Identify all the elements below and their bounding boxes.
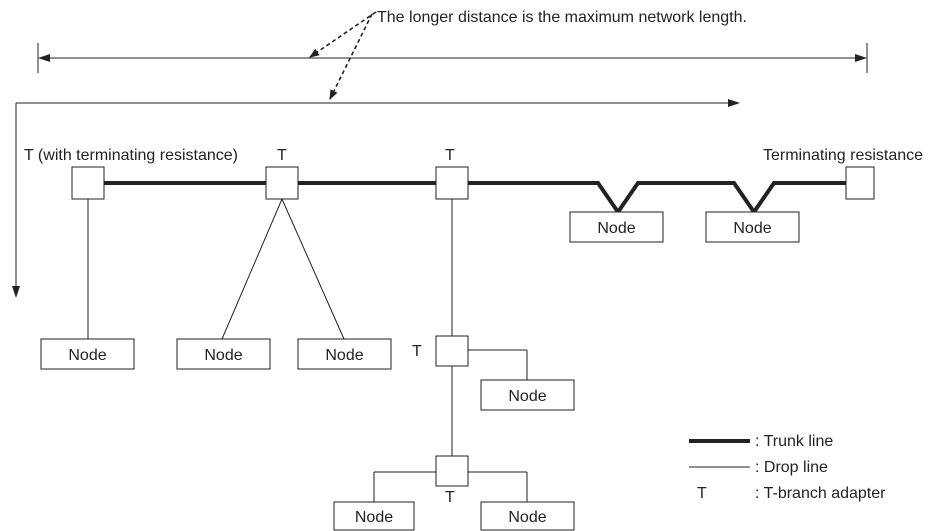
legend-tbranch-label: : T-branch adapter (755, 485, 886, 502)
node-label: Node (508, 509, 546, 526)
drop-lines (87, 198, 528, 502)
callout-text: The longer distance is the maximum netwo… (377, 9, 747, 26)
node-drop-2b: Node (297, 338, 392, 370)
terminating-resistance-box (845, 166, 875, 200)
legend-t-symbol: T (697, 485, 707, 502)
terminating-resistance-label: Terminating resistance (763, 147, 923, 164)
node-label: Node (204, 347, 242, 364)
legend: : Trunk line : Drop line T : T-branch ad… (689, 433, 886, 502)
node-drop-3c: Node (480, 501, 575, 531)
callout-pointer-lower (329, 13, 373, 100)
t-adapter-mid-label: T (412, 343, 422, 360)
legend-drop-label: : Drop line (755, 459, 828, 476)
node-drop-3a: Node (480, 379, 575, 411)
t-adapter-3 (435, 166, 469, 200)
t-adapter-2-label: T (277, 147, 287, 164)
t-adapter-mid (435, 335, 469, 367)
lower-distance-line (12, 99, 740, 298)
legend-trunk-label: : Trunk line (755, 433, 833, 450)
t-adapter-bottom-label: T (445, 489, 455, 506)
node-label: Node (355, 509, 393, 526)
t-adapter-3-label: T (445, 147, 455, 164)
node-label: Node (325, 347, 363, 364)
trunk-line (88, 181, 846, 216)
callout-pointer-upper (309, 11, 377, 58)
t-adapter-terminating (71, 166, 105, 200)
node-drop-2a: Node (176, 338, 271, 370)
t-adapter-2 (265, 166, 299, 200)
t-adapter-terminating-label: T (with terminating resistance) (24, 147, 238, 164)
t-adapter-bottom (435, 455, 469, 487)
node-label: Node (733, 220, 771, 237)
node-drop-3b: Node (333, 501, 415, 531)
node-label: Node (508, 388, 546, 405)
node-trunk-1: Node (569, 211, 664, 243)
node-label: Node (597, 220, 635, 237)
upper-distance-line (37, 43, 868, 73)
node-drop-1: Node (40, 338, 135, 370)
node-trunk-2: Node (705, 211, 800, 243)
node-label: Node (68, 347, 106, 364)
